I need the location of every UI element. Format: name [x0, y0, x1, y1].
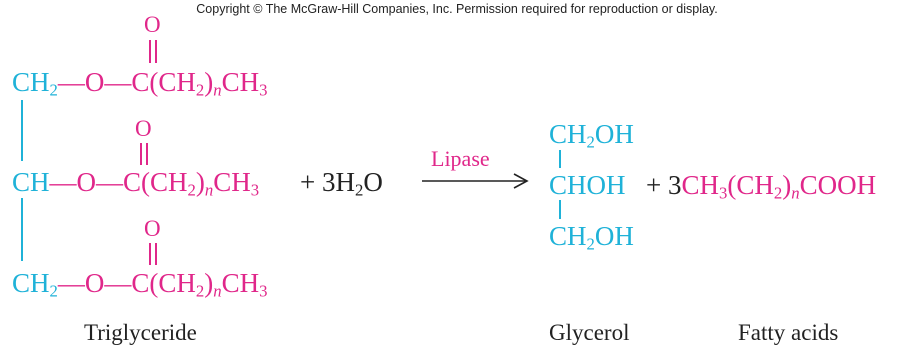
- acyl-group: —O—C(CH2)nCH3: [49, 167, 260, 200]
- copyright-notice: Copyright © The McGraw-Hill Companies, I…: [196, 2, 718, 16]
- double-bond-line: [155, 40, 157, 63]
- carbonyl-oxygen: O: [144, 12, 161, 37]
- carbonyl-oxygen: O: [135, 116, 152, 141]
- acyl-group: —O—C(CH2)nCH3: [57, 268, 268, 301]
- fatty-acid-product: + 3CH3(CH2)nCOOH: [646, 170, 877, 203]
- backbone-bond-line: [21, 100, 23, 161]
- water-reactant: + 3H2O: [300, 167, 383, 200]
- glycerol-carbon: CH2: [12, 67, 58, 100]
- backbone-bond-line: [21, 198, 23, 261]
- glycerol-label: Glycerol: [549, 320, 630, 345]
- fatty-acids-label: Fatty acids: [738, 320, 839, 345]
- glycerol-row: CH2OH: [549, 221, 634, 254]
- double-bond-line: [155, 243, 157, 265]
- glycerol-row: CH2OH: [549, 119, 634, 152]
- glycerol-row: CHOH: [549, 170, 626, 200]
- glycerol-bond-line: [559, 150, 561, 168]
- glycerol-carbon: CH: [12, 167, 50, 197]
- double-bond-line: [149, 243, 151, 265]
- glycerol-carbon: CH2: [12, 268, 58, 301]
- triglyceride-label: Triglyceride: [84, 320, 197, 345]
- glycerol-bond-line: [559, 200, 561, 219]
- acyl-group: —O—C(CH2)nCH3: [57, 67, 268, 100]
- double-bond-line: [140, 143, 142, 165]
- carbonyl-oxygen: O: [144, 216, 161, 241]
- ester-row: CH—O—C(CH2)nCH3: [12, 167, 260, 200]
- enzyme-label: Lipase: [431, 146, 490, 171]
- ester-row: CH2—O—C(CH2)nCH3: [12, 268, 268, 301]
- ester-row: CH2—O—C(CH2)nCH3: [12, 67, 268, 100]
- double-bond-line: [146, 143, 148, 165]
- reaction-arrow-icon: [422, 173, 529, 189]
- double-bond-line: [149, 40, 151, 63]
